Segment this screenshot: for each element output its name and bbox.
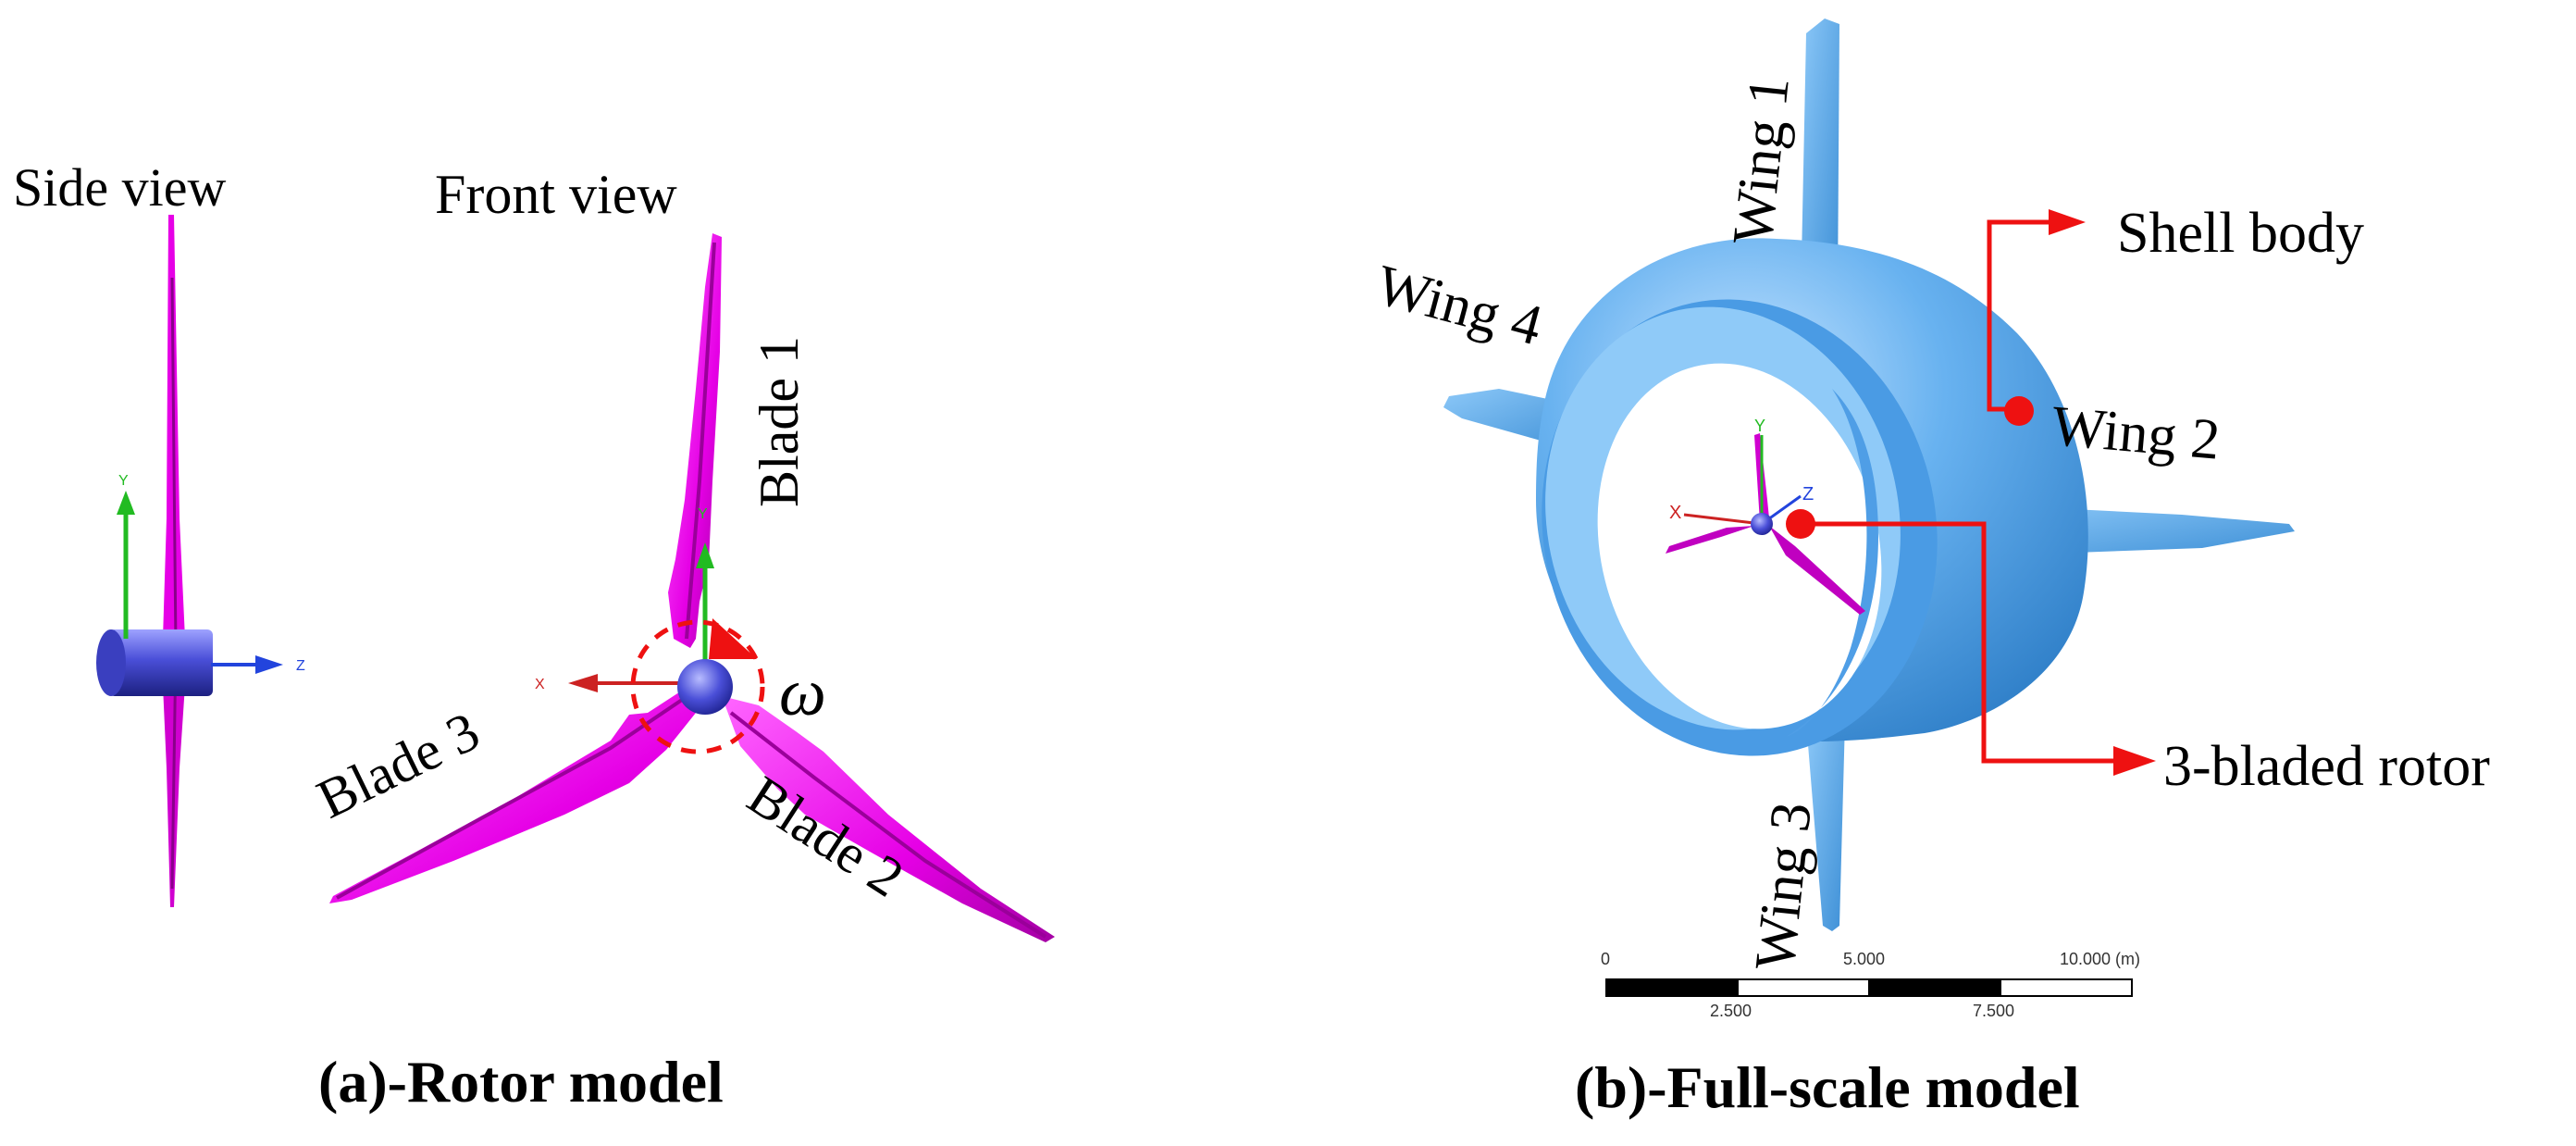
front-view-y-arrow bbox=[696, 542, 714, 568]
wing-4-label: Wing 4 bbox=[1369, 254, 1548, 358]
panel-b-caption: (b)-Full-scale model bbox=[1575, 1054, 2080, 1120]
blade-3-label: Blade 3 bbox=[308, 700, 489, 829]
shell-inner-wall bbox=[1786, 389, 1878, 737]
scale-bar-frame bbox=[1605, 978, 2133, 997]
blade-1-label: Blade 1 bbox=[749, 336, 810, 507]
scale-label-10: 10.000 (m) bbox=[2060, 950, 2140, 968]
shell-body-pointer-dot bbox=[2004, 396, 2034, 426]
shell-body-opening bbox=[1597, 363, 1882, 729]
rotor-pointer-arrow bbox=[2113, 746, 2156, 776]
rotor-label: 3-bladed rotor bbox=[2163, 735, 2490, 798]
wing-3-shape bbox=[1806, 720, 1845, 931]
wing-3-label: Wing 3 bbox=[1743, 800, 1824, 974]
front-view-x-label: X bbox=[535, 677, 545, 692]
front-view-y-label: Y bbox=[698, 506, 708, 522]
front-view-hub bbox=[677, 659, 733, 715]
front-view-x-arrow bbox=[568, 674, 598, 692]
rotor-pointer-line bbox=[1799, 521, 2119, 764]
inner-y-label: Y bbox=[1754, 417, 1765, 435]
inner-x-axis bbox=[1683, 513, 1763, 526]
shell-body-label: Shell body bbox=[2117, 202, 2364, 265]
shell-body-pointer-arrow bbox=[2049, 209, 2086, 235]
panel-a-caption: (a)-Rotor model bbox=[318, 1049, 724, 1115]
side-view-y-arrow bbox=[117, 491, 135, 515]
wing-1-shape bbox=[1801, 19, 1839, 305]
panel-b: X Y Z Shell body 3-bladed rotor Wing 1 W… bbox=[1369, 19, 2490, 1120]
blade-1-shape bbox=[668, 233, 722, 648]
side-view-z-label: Z bbox=[296, 658, 305, 674]
rotor-pointer-dot bbox=[1786, 509, 1815, 539]
scale-bar-segment-1 bbox=[1606, 979, 1738, 996]
side-view-label: Side view bbox=[13, 157, 226, 218]
shell-body-pointer-line bbox=[1987, 219, 2054, 412]
scale-label-5: 5.000 bbox=[1843, 950, 1885, 968]
rotor-pointer bbox=[1786, 509, 2156, 776]
side-view-y-label: Y bbox=[118, 473, 129, 489]
scale-label-0: 0 bbox=[1601, 950, 1610, 968]
scale-bar: 0 5.000 10.000 (m) 2.500 7.500 bbox=[1601, 950, 2140, 1020]
wing-2-label: Wing 2 bbox=[2050, 394, 2223, 472]
scale-bar-segment-4 bbox=[2000, 978, 2133, 997]
inner-rotor-hub bbox=[1751, 513, 1773, 535]
side-view-hub-nose bbox=[96, 629, 126, 696]
blade-2-ridge bbox=[729, 711, 1047, 939]
blade-3-ridge bbox=[336, 696, 687, 900]
blade-2-shape bbox=[722, 696, 1055, 942]
blade-1-ridge bbox=[685, 242, 716, 640]
inner-z-label: Z bbox=[1802, 484, 1814, 504]
scale-label-2-5: 2.500 bbox=[1710, 1002, 1752, 1020]
side-view-z-arrow bbox=[255, 655, 283, 674]
side-view-rotor: Y Z bbox=[96, 215, 305, 907]
panel-a: Side view Front view Y Z bbox=[13, 157, 1055, 1115]
front-view-rotor: X Y bbox=[329, 233, 1055, 942]
front-view-label: Front view bbox=[435, 164, 677, 225]
rotation-arrow bbox=[709, 618, 757, 659]
wing-1-label: Wing 1 bbox=[1721, 74, 1802, 248]
inner-rotor-blade-3 bbox=[1666, 526, 1754, 554]
scale-bar-segment-3 bbox=[1869, 979, 2000, 996]
scale-label-7-5: 7.500 bbox=[1973, 1002, 2014, 1020]
rotation-circle bbox=[630, 619, 765, 754]
scale-bar-segment-2 bbox=[1737, 978, 1870, 997]
side-view-hub bbox=[109, 629, 213, 696]
inner-x-label: X bbox=[1669, 503, 1681, 523]
omega-label: ω bbox=[779, 655, 826, 729]
shell-body-pointer bbox=[1987, 209, 2086, 426]
inner-rotor-blade-2 bbox=[1769, 526, 1865, 615]
inner-rotor: X Y Z bbox=[1666, 417, 1865, 615]
